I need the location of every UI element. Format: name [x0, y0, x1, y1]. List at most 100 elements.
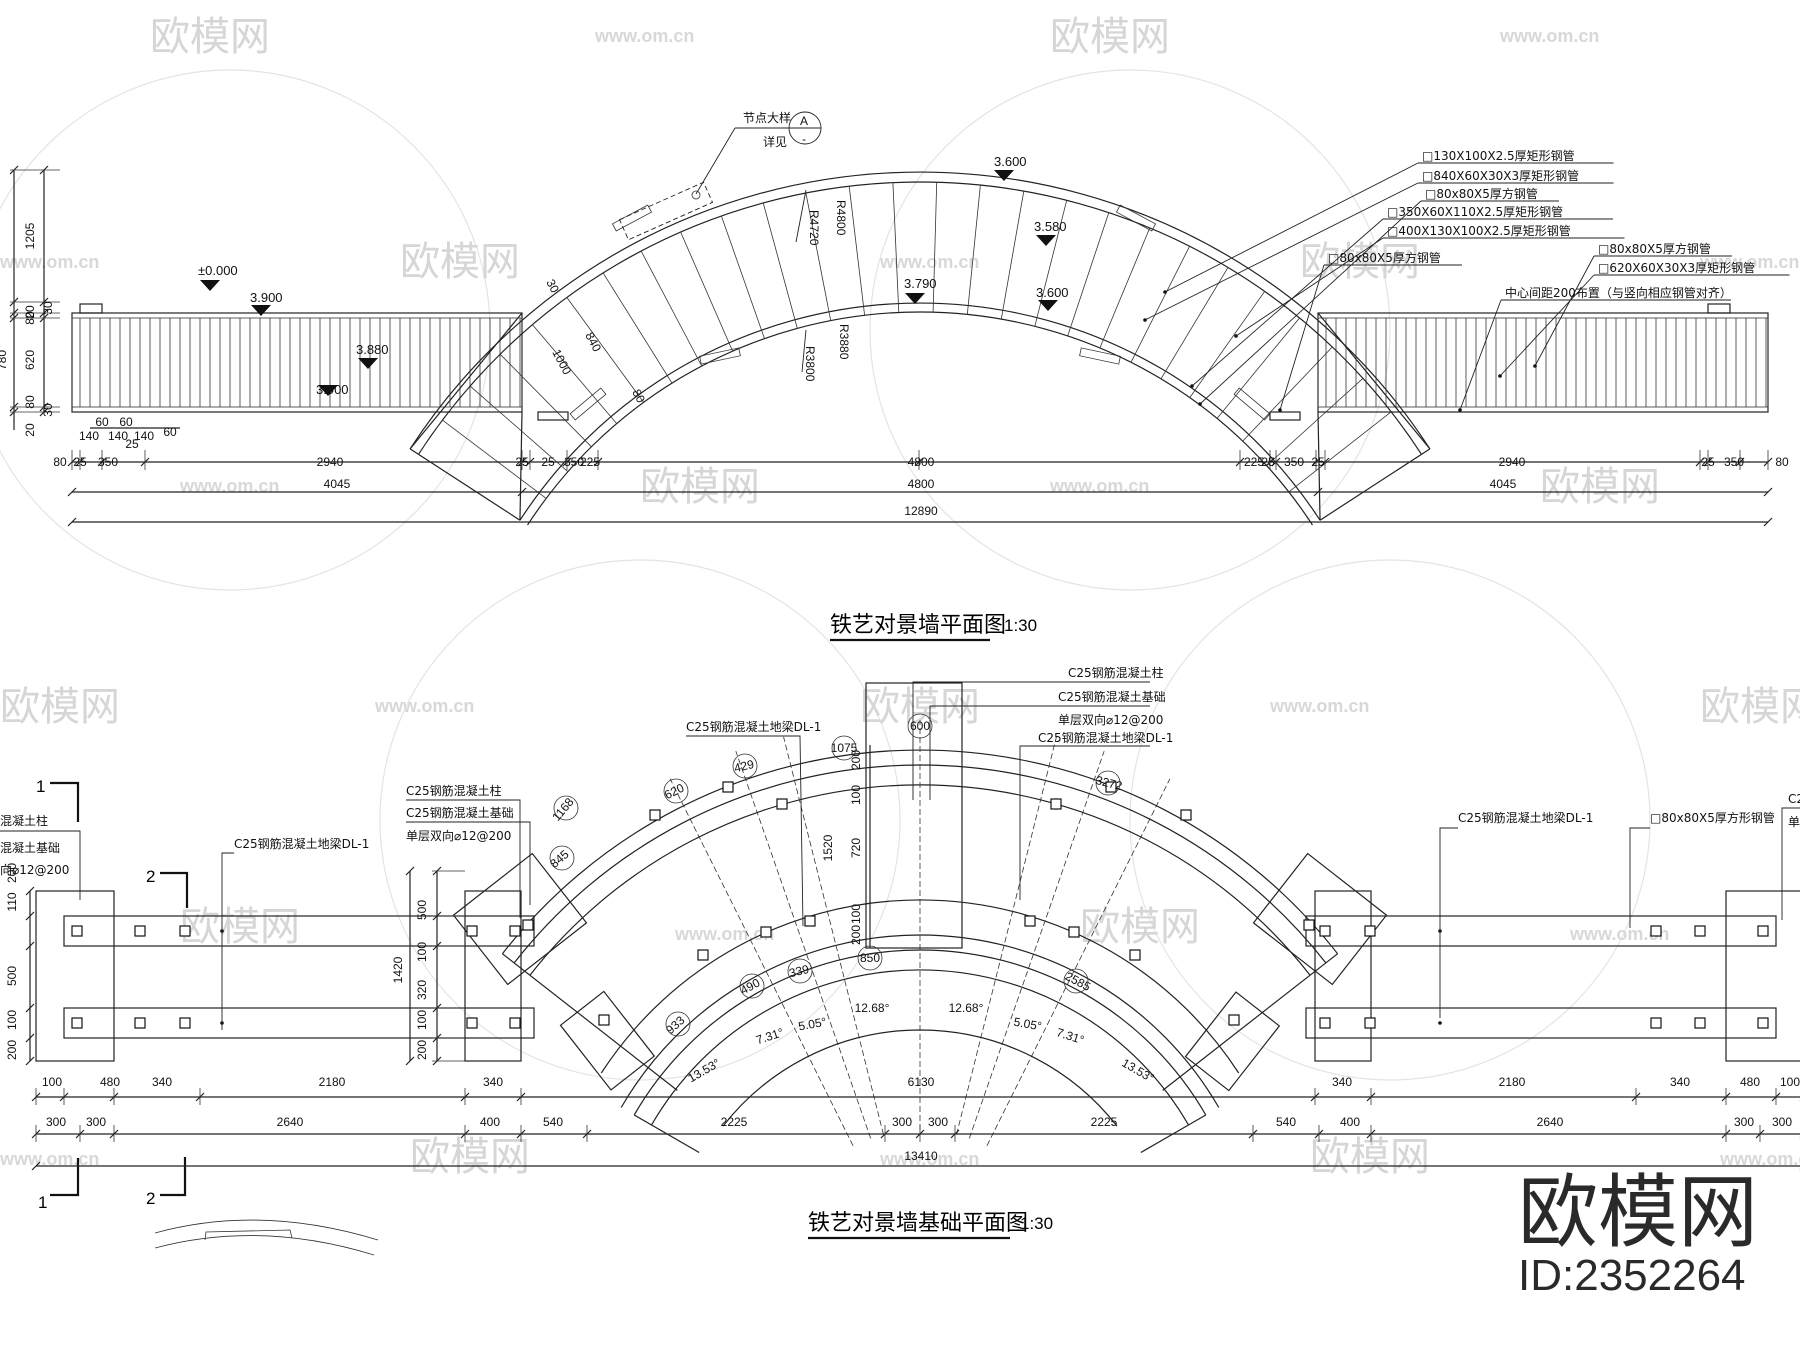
column-square [466, 925, 478, 937]
elevation-label: ±0.000 [198, 263, 238, 278]
angle-arc [722, 1029, 1118, 1127]
dimension-label: 110 [5, 892, 19, 911]
column-square [1757, 1017, 1769, 1029]
dimension-label: 200 [849, 750, 863, 770]
dimension-label: 7.31° [1055, 1025, 1086, 1047]
column-square [1050, 798, 1062, 810]
dimension-label: 25 [125, 437, 139, 451]
arch-slat [640, 250, 703, 367]
note: 单层双向⌀12@200 [1058, 712, 1163, 727]
arch-slat [892, 182, 900, 313]
dimension-label: 540 [1276, 1115, 1296, 1129]
arch-slat [1130, 246, 1190, 363]
column-square [179, 1017, 191, 1029]
dimension-label: 620 [662, 781, 686, 803]
dim-bubble [857, 945, 883, 971]
foundation-arc [650, 969, 1190, 1126]
arch-clip [1115, 204, 1157, 232]
arch-slat [762, 202, 798, 329]
section-number: 2 [146, 867, 155, 886]
dimension-label: 620 [23, 350, 37, 370]
pile-cap [559, 990, 656, 1091]
dimension-label: 60 [95, 415, 109, 429]
leader-dot [1143, 318, 1147, 322]
dimension-label: 500 [415, 900, 429, 920]
column-square [1364, 925, 1376, 937]
dimension-label: 340 [152, 1075, 172, 1089]
leader-dot [1533, 364, 1537, 368]
left-wall-panel [71, 312, 523, 413]
section-number: 2 [146, 1189, 155, 1208]
dimension-label: 780 [0, 350, 9, 370]
watermark-url: www.om.cn [179, 476, 279, 496]
radial-line [968, 751, 1105, 1139]
watermark-logo: 欧模网 [400, 239, 520, 285]
arch-slat [721, 215, 765, 339]
arch-slat [805, 192, 832, 321]
leader-line [1199, 200, 1422, 405]
material-note: □80x80X5厚方钢管 [1328, 250, 1441, 265]
leader-dot [1458, 408, 1462, 412]
watermark-url: www.om.cn [1699, 252, 1799, 272]
dimension-label: 4800 [908, 455, 935, 469]
elevation-label: 3.600 [1036, 285, 1069, 300]
brand-name: 欧模网 [1518, 1166, 1758, 1259]
dimension-label: 140 [79, 429, 99, 443]
leader-line [1459, 299, 1502, 411]
dim-bubble [553, 795, 579, 821]
note: C25钢筋混凝土地梁DL-1 [686, 719, 821, 734]
arch-join [519, 411, 523, 521]
dimension-label: 13410 [904, 1149, 938, 1163]
dimension-label: 60 [119, 415, 133, 429]
dimension-label: 225 [580, 455, 600, 469]
radial-line [735, 751, 872, 1139]
column-square [598, 1014, 610, 1026]
dimension-label: 60 [163, 425, 177, 439]
leader-dot [1190, 384, 1194, 388]
arch-clip [611, 204, 653, 232]
dimension-label: 3272 [1094, 773, 1124, 793]
elevation-label: 3.790 [904, 276, 937, 291]
dim-bubble [739, 973, 765, 999]
dimension-label: 30 [41, 301, 55, 315]
dimension-label: 20 [23, 423, 37, 437]
note: C25钢筋混凝土地梁DL-1 [234, 836, 369, 851]
elevation-label: 3.880 [356, 342, 389, 357]
watermark-url: www.om.cn [879, 252, 979, 272]
dimension-label: 1205 [23, 222, 37, 249]
watermark-logo: 欧模网 [1310, 1134, 1430, 1180]
elevation-markers: ±0.000 3.900 3.880 3.900 3.600 3.580 3.7… [198, 154, 1069, 397]
dimension-label: 480 [100, 1075, 120, 1089]
watermark-url: www.om.cn [674, 924, 774, 944]
column-square [134, 1017, 146, 1029]
column-square [71, 1017, 83, 1029]
dimension-label: 225 [1244, 455, 1264, 469]
dimension-label: 300 [1734, 1115, 1754, 1129]
dimension-label: 200 [415, 1040, 429, 1060]
dim-bubble [1095, 770, 1121, 796]
leader-line [1191, 218, 1384, 387]
plan-title: 铁艺对景墙平面图 [830, 613, 1006, 638]
left-wall-slats [79, 318, 521, 407]
leader-dot [1234, 334, 1238, 338]
arch-slat [442, 419, 547, 499]
note: C25钢筋混凝土地梁DL-1 [1038, 730, 1173, 745]
elevation-label: 3.900 [316, 382, 349, 397]
watermark-logo: 欧模网 [180, 904, 300, 950]
dim-bubble [665, 1011, 691, 1037]
dim-bubble [549, 845, 575, 871]
arc-end [1162, 953, 1339, 1091]
dim-bubble [663, 778, 689, 804]
column-square [760, 926, 772, 938]
dimension-label: 25 [1311, 455, 1325, 469]
dimension-label: 4800 [908, 477, 935, 491]
dim-bubble [1063, 968, 1089, 994]
arch-curve [526, 311, 1314, 526]
dimension-label: 2180 [1499, 1075, 1526, 1089]
arch-slat [680, 231, 733, 352]
dimension-label: 1075 [831, 741, 858, 755]
dimension-label: 12.68° [855, 1001, 890, 1015]
dimension-label: 1520 [821, 834, 835, 861]
